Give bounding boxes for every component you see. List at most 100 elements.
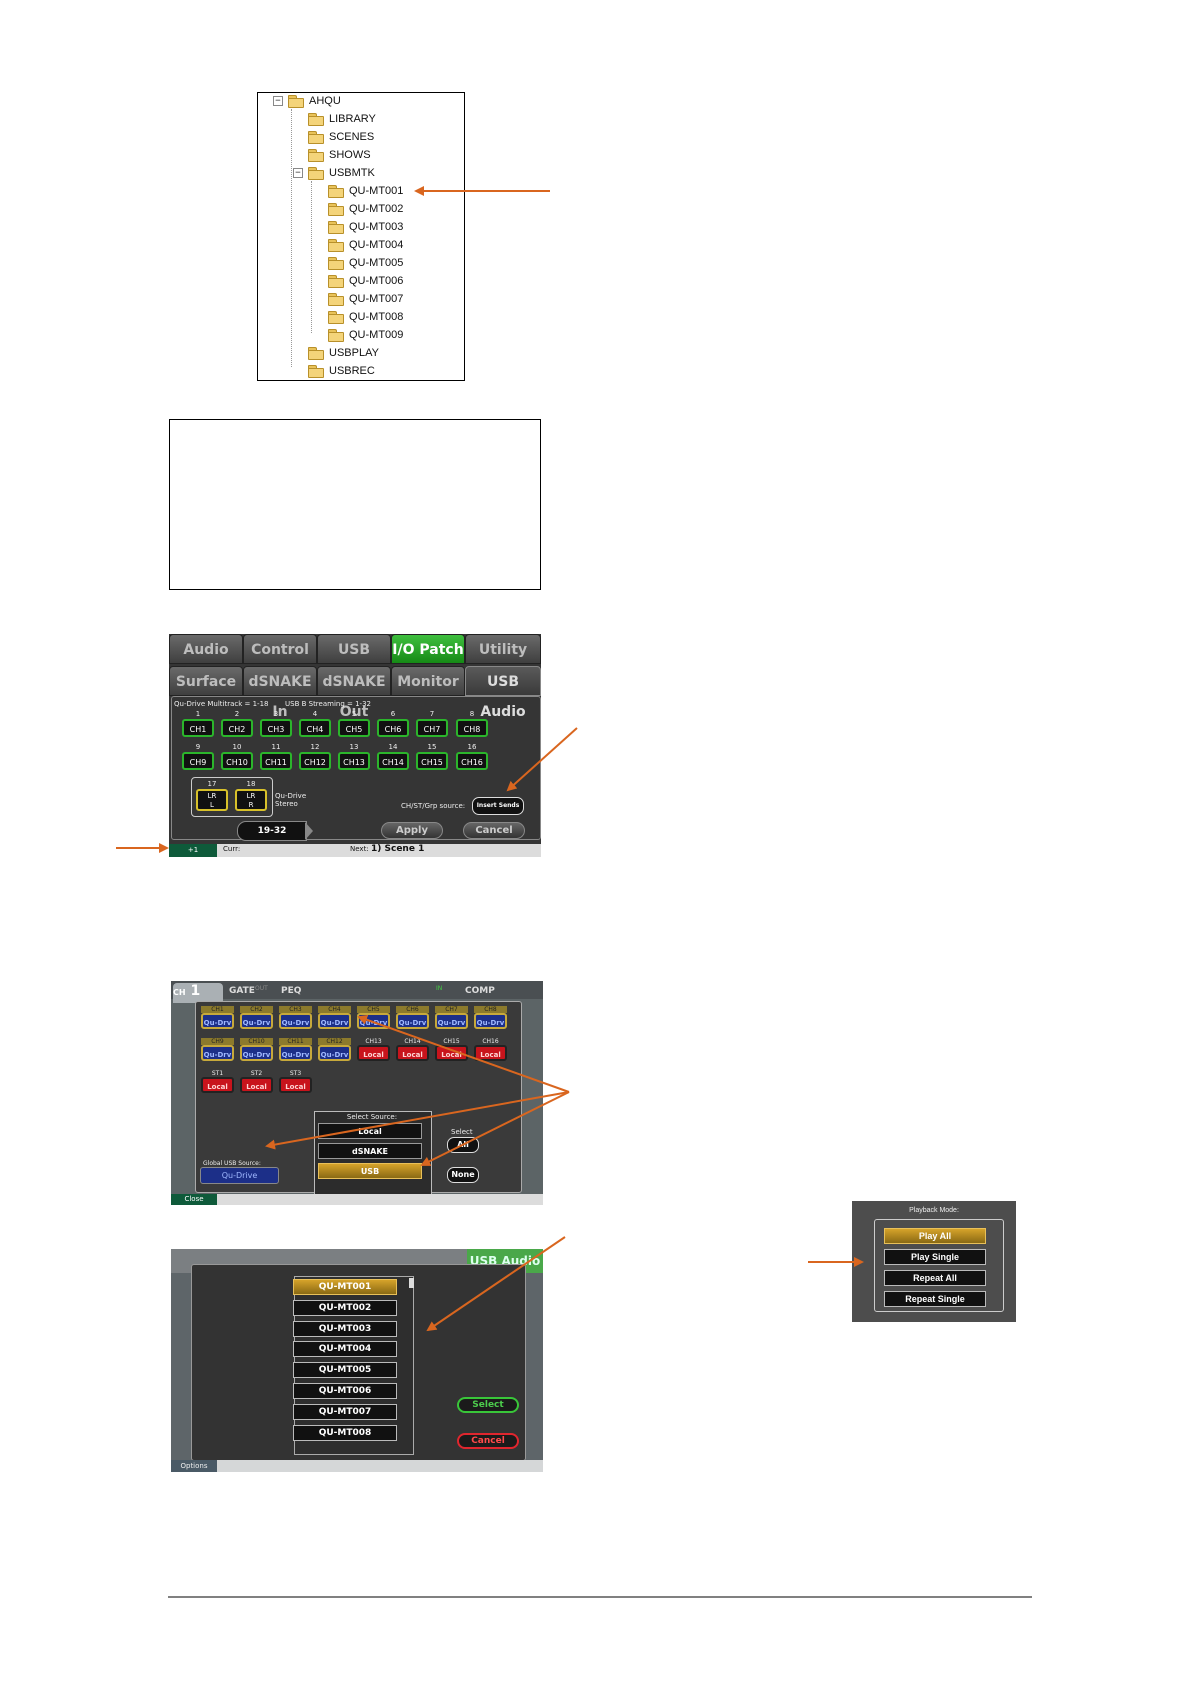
source-option-local[interactable]: Local	[318, 1123, 422, 1139]
tree-item[interactable]: QU-MT008	[328, 309, 403, 325]
tree-item-root[interactable]: AHQU	[288, 93, 341, 109]
source-button[interactable]: Qu-Drv	[279, 1045, 312, 1061]
channel-button[interactable]: CH1	[182, 719, 214, 737]
tree-item[interactable]: QU-MT005	[328, 255, 403, 271]
folder-icon	[288, 95, 304, 108]
channel-button[interactable]: CH5	[338, 719, 370, 737]
select-button[interactable]: Select	[457, 1397, 519, 1413]
collapse-icon[interactable]: −	[273, 96, 283, 106]
source-label: CH8	[474, 1006, 507, 1013]
arrow-to-insert-sends	[506, 727, 578, 792]
channel-button[interactable]: CH7	[416, 719, 448, 737]
mode-play-all[interactable]: Play All	[884, 1228, 986, 1244]
channel-number: 13	[349, 743, 359, 751]
channel-button[interactable]: CH14	[377, 752, 409, 770]
channel-button[interactable]: CH2	[221, 719, 253, 737]
playlist-item[interactable]: QU-MT004	[293, 1341, 397, 1358]
channel-button[interactable]: CH9	[182, 752, 214, 770]
channel-button[interactable]: CH4	[299, 719, 331, 737]
playlist-item[interactable]: QU-MT001	[293, 1279, 397, 1295]
tree-item[interactable]: SCENES	[308, 129, 374, 145]
mode-repeat-all[interactable]: Repeat All	[884, 1270, 986, 1286]
tree-item[interactable]: USBMTK	[308, 165, 375, 181]
playlist-item[interactable]: QU-MT007	[293, 1403, 397, 1420]
source-button[interactable]: Qu-Drv	[201, 1013, 234, 1029]
channel-number: 15	[427, 743, 437, 751]
tab-dsnake-out[interactable]: dSNAKE Out	[317, 666, 391, 720]
tree-label: USBMTK	[329, 167, 375, 179]
tab-io-patch[interactable]: I/O Patch	[391, 634, 465, 664]
source-button[interactable]: Local	[201, 1077, 234, 1093]
source-button[interactable]: Qu-Drv	[201, 1045, 234, 1061]
stereo-right-button[interactable]: LR R	[235, 789, 267, 811]
source-button[interactable]: Qu-Drv	[318, 1013, 351, 1029]
channel-button[interactable]: CH8	[456, 719, 488, 737]
channel-button[interactable]: CH6	[377, 719, 409, 737]
blank-box	[169, 419, 541, 590]
cancel-button[interactable]: Cancel	[457, 1433, 519, 1449]
tree-item[interactable]: QU-MT006	[328, 273, 403, 289]
playlist-item[interactable]: QU-MT002	[293, 1299, 397, 1316]
tab-control[interactable]: Control	[243, 634, 317, 664]
mode-repeat-single[interactable]: Repeat Single	[884, 1291, 986, 1307]
tab-audio[interactable]: Audio	[169, 634, 243, 664]
global-usb-label: Global USB Source:	[203, 1160, 261, 1167]
source-button[interactable]: Local	[357, 1045, 390, 1061]
playlist-item[interactable]: QU-MT006	[293, 1383, 397, 1399]
tree-item[interactable]: QU-MT001	[328, 183, 403, 199]
tab-surface[interactable]: Surface	[169, 666, 243, 696]
source-option-dsnake[interactable]: dSNAKE	[318, 1143, 422, 1159]
tab-utility[interactable]: Utility	[465, 634, 541, 664]
channel-button[interactable]: CH3	[260, 719, 292, 737]
apply-button[interactable]: Apply	[381, 822, 443, 839]
collapse-icon[interactable]: −	[293, 168, 303, 178]
tab-dsnake-in[interactable]: dSNAKE In	[243, 666, 317, 720]
channel-button[interactable]: CH15	[416, 752, 448, 770]
playlist-item[interactable]: QU-MT008	[293, 1424, 397, 1441]
tree-item[interactable]: QU-MT002	[328, 201, 403, 217]
channel-button[interactable]: CH10	[221, 752, 253, 770]
channel-button[interactable]: CH11	[260, 752, 292, 770]
source-button[interactable]: Local	[474, 1045, 507, 1061]
tree-item[interactable]: QU-MT004	[328, 237, 403, 253]
source-label: ST2	[250, 1070, 263, 1077]
source-button[interactable]: Qu-Drv	[279, 1013, 312, 1029]
source-button[interactable]: Qu-Drv	[396, 1013, 429, 1029]
source-button[interactable]: Local	[435, 1045, 468, 1061]
tab-monitor[interactable]: Monitor	[391, 666, 465, 696]
tree-label: USBPLAY	[329, 347, 379, 359]
select-none-button[interactable]: None	[447, 1167, 479, 1183]
channel-button[interactable]: CH16	[456, 752, 488, 770]
source-button[interactable]: Local	[240, 1077, 273, 1093]
cancel-button[interactable]: Cancel	[463, 822, 525, 839]
channel-button[interactable]: CH13	[338, 752, 370, 770]
source-button[interactable]: Qu-Drv	[318, 1045, 351, 1061]
playlist-item[interactable]: QU-MT005	[293, 1362, 397, 1379]
source-button[interactable]: Local	[396, 1045, 429, 1061]
source-button[interactable]: Qu-Drv	[474, 1013, 507, 1029]
global-usb-source[interactable]: Qu-Drive	[200, 1167, 279, 1184]
playlist-item[interactable]: QU-MT003	[293, 1320, 397, 1337]
source-option-usb[interactable]: USB	[318, 1163, 422, 1179]
source-button[interactable]: Qu-Drv	[240, 1013, 273, 1029]
tree-item[interactable]: USBREC	[308, 363, 375, 379]
channel-button[interactable]: CH12	[299, 752, 331, 770]
tree-item[interactable]: SHOWS	[308, 147, 371, 163]
scrollbar[interactable]	[409, 1278, 414, 1288]
channel-number: 12	[310, 743, 320, 751]
source-button[interactable]: Qu-Drv	[240, 1045, 273, 1061]
tree-item[interactable]: USBPLAY	[308, 345, 379, 361]
channel-tab[interactable]: CH 1	[173, 983, 223, 1003]
tree-item[interactable]: QU-MT009	[328, 327, 403, 343]
tree-item[interactable]: QU-MT007	[328, 291, 403, 307]
stereo-left-button[interactable]: LR L	[196, 789, 228, 811]
insert-sends-button[interactable]: Insert Sends	[472, 797, 524, 815]
options-button[interactable]: Options	[171, 1460, 217, 1472]
tree-item[interactable]: QU-MT003	[328, 219, 403, 235]
tree-item[interactable]: LIBRARY	[308, 111, 376, 127]
close-button[interactable]: Close	[171, 1194, 217, 1205]
mode-play-single[interactable]: Play Single	[884, 1249, 986, 1265]
tab-usb-audio[interactable]: USB Audio	[465, 666, 541, 720]
source-button[interactable]: Local	[279, 1077, 312, 1093]
source-button[interactable]: Qu-Drv	[435, 1013, 468, 1029]
